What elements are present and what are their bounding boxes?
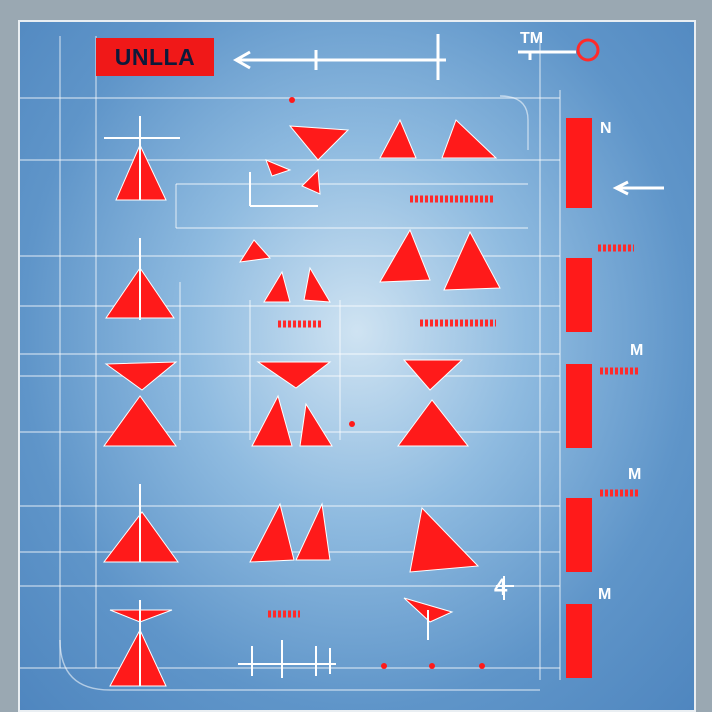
grid-line [59, 639, 540, 691]
triangle-icon [251, 394, 293, 447]
triangle-icon [441, 119, 498, 159]
triangle-icon [402, 359, 464, 391]
arrow-right-icon [612, 180, 664, 196]
grid-line [499, 95, 529, 150]
title-box: UNLLA [96, 38, 214, 76]
triangle-icon [288, 125, 350, 161]
red-bar-1 [566, 118, 592, 208]
triangle-icon [397, 399, 470, 447]
triangle-icon [295, 502, 331, 561]
triangle-icon [379, 118, 417, 159]
triangle-icon [301, 168, 321, 195]
arrow-left-icon [232, 34, 446, 80]
marker-dots [289, 97, 485, 669]
bar5-label: M [598, 586, 612, 603]
bar4-label: M [628, 466, 642, 483]
triangle-icon [299, 402, 333, 447]
triangle-icon [265, 159, 292, 177]
triangle-icon [104, 361, 178, 391]
triangle-icon [103, 395, 177, 447]
triangle-icon [256, 361, 332, 389]
triangle-group [102, 118, 501, 687]
bar1-label: N [600, 120, 612, 137]
red-bar-2 [566, 258, 592, 332]
triangle-icon [409, 506, 480, 573]
triangle-icon [379, 228, 431, 283]
triangle-icon [263, 270, 291, 303]
triangle-icon [239, 239, 271, 263]
triangle-icon [249, 502, 295, 563]
top-right-label: TM [520, 30, 544, 47]
tick-marks [104, 116, 514, 686]
red-bar-5 [566, 604, 592, 678]
key-icon [518, 38, 600, 62]
red-bar-3 [566, 364, 592, 448]
triangle-icon [109, 628, 167, 687]
label-strips [268, 195, 638, 618]
triangle-icon [303, 266, 331, 303]
red-bar-4 [566, 498, 592, 572]
bar3-label: M [630, 342, 644, 359]
digit-label: 4 [494, 574, 508, 601]
triangle-icon [443, 230, 501, 291]
